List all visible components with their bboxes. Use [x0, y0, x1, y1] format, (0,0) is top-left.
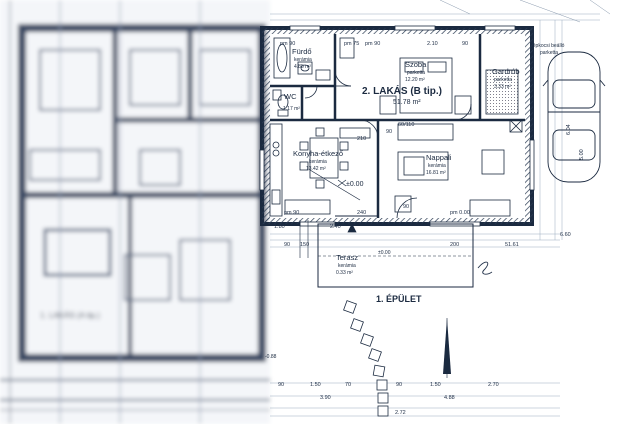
- dim-misc-13: 6.60: [560, 232, 571, 238]
- room-labels: Fürdő kerámia 4.85 m² WC 1.17 m² Szoba p…: [265, 43, 565, 360]
- dim-misc-10: 1.80: [274, 224, 285, 230]
- terasz-floor: kerámia: [338, 263, 356, 269]
- dim-misc-8: 150: [300, 242, 309, 248]
- wall-hatching: [262, 28, 533, 224]
- ground-level: -0.88: [265, 354, 277, 360]
- furdo-floor: kerámia: [294, 57, 312, 63]
- dim-misc-7: 200: [450, 242, 459, 248]
- parking-label: gépkocsi beálló: [530, 43, 565, 49]
- dim-bottom1-4: 1.50: [430, 382, 441, 388]
- gardrob-floor: parketta: [494, 77, 512, 83]
- szoba-name: Szoba: [405, 60, 427, 69]
- terrace-level: ±0.00: [378, 250, 391, 256]
- dim-misc-1: 90: [386, 129, 392, 135]
- terrace: [299, 220, 474, 288]
- nappali-area: 16.81 m²: [426, 170, 446, 176]
- furdo-area: 4.85 m²: [294, 64, 311, 70]
- wc-area: 1.17 m²: [283, 106, 300, 112]
- szoba-floor: parketta: [407, 70, 425, 76]
- left-unit-title: 1. LAKÁS (A tip.): [40, 311, 100, 320]
- dim-bottom1-3: 90: [396, 382, 402, 388]
- living-furniture: [394, 119, 523, 217]
- section-marker: [309, 169, 361, 233]
- dim-misc-2: pm 90: [284, 210, 299, 216]
- gardrob-name: Gardrób: [492, 67, 520, 76]
- dim-misc-12: 2.72: [395, 410, 406, 416]
- konyha-name: Konyha-étkező: [293, 149, 343, 158]
- furdo-name: Fürdő: [292, 47, 312, 56]
- dim-bottom1-0: 90: [278, 382, 284, 388]
- terasz-name: Terasz: [336, 253, 358, 262]
- dim-bottom1-2: 70: [345, 382, 351, 388]
- dim-misc-4: 90: [403, 204, 409, 210]
- axis-grid: [270, 13, 600, 417]
- wc-name: WC: [284, 92, 297, 101]
- dim-bottom2-1: 4.88: [444, 395, 455, 401]
- szoba-area: 12.20 m²: [405, 77, 425, 83]
- dim-right-1: 5.00: [579, 149, 585, 160]
- dim-bottom1-5: 2.70: [488, 382, 499, 388]
- dim-bottom1-1: 1.50: [310, 382, 321, 388]
- parking-floor: parketta: [540, 50, 558, 56]
- bathroom-fixtures: [272, 37, 331, 117]
- kitchen-furniture: [269, 123, 371, 217]
- site-slope: [439, 0, 611, 23]
- nappali-floor: kerámia: [428, 163, 446, 169]
- dim-top-1: pm 75: [344, 41, 359, 47]
- dim-top-3: 2.10: [427, 41, 438, 47]
- dim-misc-5: 210: [357, 136, 366, 142]
- door-swings: [304, 69, 472, 219]
- dimension-labels: pm 90 pm 75 pm 90 2.10 90 60/110 90 pm 9…: [274, 41, 585, 416]
- dim-misc-11: 2.40: [330, 224, 341, 230]
- konyha-area: 13.42 m²: [306, 166, 326, 172]
- dim-misc-0: 60/110: [398, 122, 414, 128]
- nappali-name: Nappali: [426, 153, 452, 162]
- dim-top-0: pm 90: [280, 41, 295, 47]
- unit-area: 51.78 m²: [393, 99, 421, 106]
- dim-top-4: 90: [462, 41, 468, 47]
- building-label: 1. ÉPÜLET: [376, 294, 422, 304]
- right-unit-plan: Fürdő kerámia 4.85 m² WC 1.17 m² Szoba p…: [259, 0, 611, 417]
- dim-misc-14: 51.61: [505, 242, 519, 248]
- car-icon: [542, 51, 606, 183]
- bedroom-furniture: [339, 37, 519, 115]
- dim-bottom2-0: 3.90: [320, 395, 331, 401]
- floor-level: ±0.00: [346, 181, 364, 188]
- terasz-area: 0.33 m²: [336, 270, 353, 276]
- stepping-stones: [343, 300, 389, 417]
- north-arrow-icon: [443, 318, 451, 378]
- hand-mark: [477, 261, 493, 275]
- dim-misc-9: 90: [284, 242, 290, 248]
- dim-misc-3: 240: [357, 210, 366, 216]
- dim-misc-6: pm 0.00: [450, 210, 470, 216]
- unit-title: 2. LAKÁS (B tip.): [362, 84, 442, 97]
- dim-right-0: 6.04: [566, 124, 572, 135]
- gardrob-area: 3.33 m²: [494, 84, 511, 90]
- dim-top-2: pm 90: [365, 41, 380, 47]
- left-unit-plan: 1. LAKÁS (A tip.): [0, 0, 270, 424]
- konyha-floor: kerámia: [309, 159, 327, 165]
